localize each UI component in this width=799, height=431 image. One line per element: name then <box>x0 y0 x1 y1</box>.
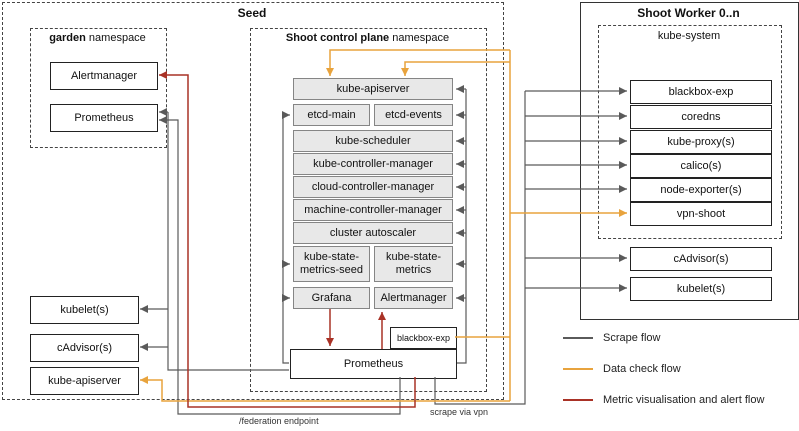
label-federation-endpoint: /federation endpoint <box>237 416 321 426</box>
node-node-exporter: node-exporter(s) <box>630 178 772 202</box>
comp-cluster-autoscaler: cluster autoscaler <box>293 222 453 244</box>
comp-kube-state-metrics-seed: kube-state-metrics-seed <box>293 246 370 282</box>
control-plane-namespace-suffix: namespace <box>389 32 450 44</box>
kube-system-namespace-box <box>598 25 782 239</box>
control-plane-namespace-title: Shoot control plane namespace <box>250 32 485 44</box>
kube-system-title: kube-system <box>657 30 721 42</box>
node-cadvisors-shoot: cAdvisor(s) <box>630 247 772 271</box>
comp-machine-controller-manager: machine-controller-manager <box>293 199 453 221</box>
comp-kube-scheduler: kube-scheduler <box>293 130 453 152</box>
scrape-flow-swatch <box>563 337 593 339</box>
garden-namespace-suffix: namespace <box>85 32 146 44</box>
data-check-flow-label: Data check flow <box>603 363 681 375</box>
scrape-flow-label: Scrape flow <box>603 332 661 344</box>
legend-item-data-check: Data check flow <box>563 363 681 375</box>
node-prometheus-garden: Prometheus <box>50 104 158 132</box>
legend-item-alert: Metric visualisation and alert flow <box>563 394 764 406</box>
legend-item-scrape: Scrape flow <box>563 332 660 344</box>
comp-alertmanager-cp: Alertmanager <box>374 287 453 309</box>
garden-namespace-title: garden namespace <box>30 32 165 44</box>
node-calico: calico(s) <box>630 154 772 178</box>
node-coredns: coredns <box>630 105 772 129</box>
node-blackbox-exp-seed: blackbox-exp <box>390 327 457 349</box>
alert-flow-swatch <box>563 399 593 401</box>
seed-title: Seed <box>237 6 267 20</box>
node-kube-proxy: kube-proxy(s) <box>630 130 772 154</box>
comp-etcd-main: etcd-main <box>293 104 370 126</box>
comp-etcd-events: etcd-events <box>374 104 453 126</box>
data-check-flow-swatch <box>563 368 593 370</box>
comp-cloud-controller-manager: cloud-controller-manager <box>293 176 453 198</box>
control-plane-namespace-name: Shoot control plane <box>285 32 390 44</box>
comp-kube-apiserver: kube-apiserver <box>293 78 453 100</box>
node-cadvisors-seed: cAdvisor(s) <box>30 334 139 362</box>
comp-kube-state-metrics: kube-state-metrics <box>374 246 453 282</box>
label-scrape-via-vpn: scrape via vpn <box>428 407 491 417</box>
node-kubelets-seed: kubelet(s) <box>30 296 139 324</box>
comp-kube-controller-manager: kube-controller-manager <box>293 153 453 175</box>
comp-grafana: Grafana <box>293 287 370 309</box>
node-kube-apiserver-seed: kube-apiserver <box>30 367 139 395</box>
alert-flow-label: Metric visualisation and alert flow <box>603 394 765 406</box>
node-kubelets-shoot: kubelet(s) <box>630 277 772 301</box>
node-blackbox-exp-shoot: blackbox-exp <box>630 80 772 104</box>
garden-namespace-name: garden <box>49 32 86 44</box>
node-vpn-shoot: vpn-shoot <box>630 202 772 226</box>
node-alertmanager-garden: Alertmanager <box>50 62 158 90</box>
shoot-worker-title: Shoot Worker 0..n <box>637 6 740 20</box>
node-prometheus-cp: Prometheus <box>290 349 457 379</box>
